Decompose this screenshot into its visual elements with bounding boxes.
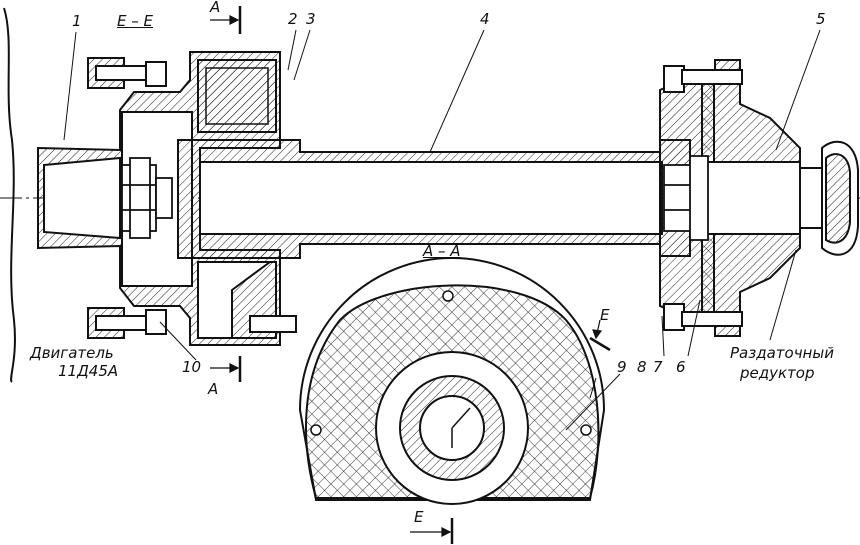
section-aa-view — [298, 257, 606, 505]
section-ee-title: E – E — [117, 12, 153, 30]
gearbox-shaft — [799, 140, 859, 256]
callout-10: 10 — [182, 358, 202, 376]
callout-9: 9 — [617, 358, 627, 376]
cut-a-bottom-label: A — [208, 380, 219, 398]
cut-a-top-label: A — [210, 0, 221, 16]
cut-e-right-label: E — [600, 306, 610, 324]
elastic-element-bottom — [197, 261, 297, 339]
right-nut — [663, 155, 709, 241]
gearbox-label-line2: редуктор — [740, 364, 815, 382]
engine-label-line2: 11Д45А — [58, 362, 119, 380]
callout-6: 6 — [676, 358, 686, 376]
gearbox-label-line1: Раздаточный — [730, 344, 834, 362]
left-nut — [121, 157, 173, 239]
engine-wall — [3, 7, 16, 383]
cut-arrows — [210, 15, 603, 537]
section-aa-title: A – A — [423, 242, 461, 260]
callout-2: 2 — [288, 10, 298, 28]
shaft — [177, 139, 691, 259]
callout-8: 8 — [637, 358, 647, 376]
engine-label-line1: Двигатель — [30, 344, 114, 362]
cut-e-bottom-label: E — [414, 508, 424, 526]
callout-4: 4 — [480, 10, 490, 28]
callout-3: 3 — [306, 10, 316, 28]
cut-markers — [238, 6, 611, 544]
right-flange — [659, 59, 801, 337]
callout-7: 7 — [653, 358, 663, 376]
bolt-marks — [310, 290, 592, 436]
callout-5: 5 — [816, 10, 826, 28]
callout-1: 1 — [72, 12, 82, 30]
leader-lines — [63, 29, 821, 431]
elastic-element-top — [197, 59, 277, 133]
